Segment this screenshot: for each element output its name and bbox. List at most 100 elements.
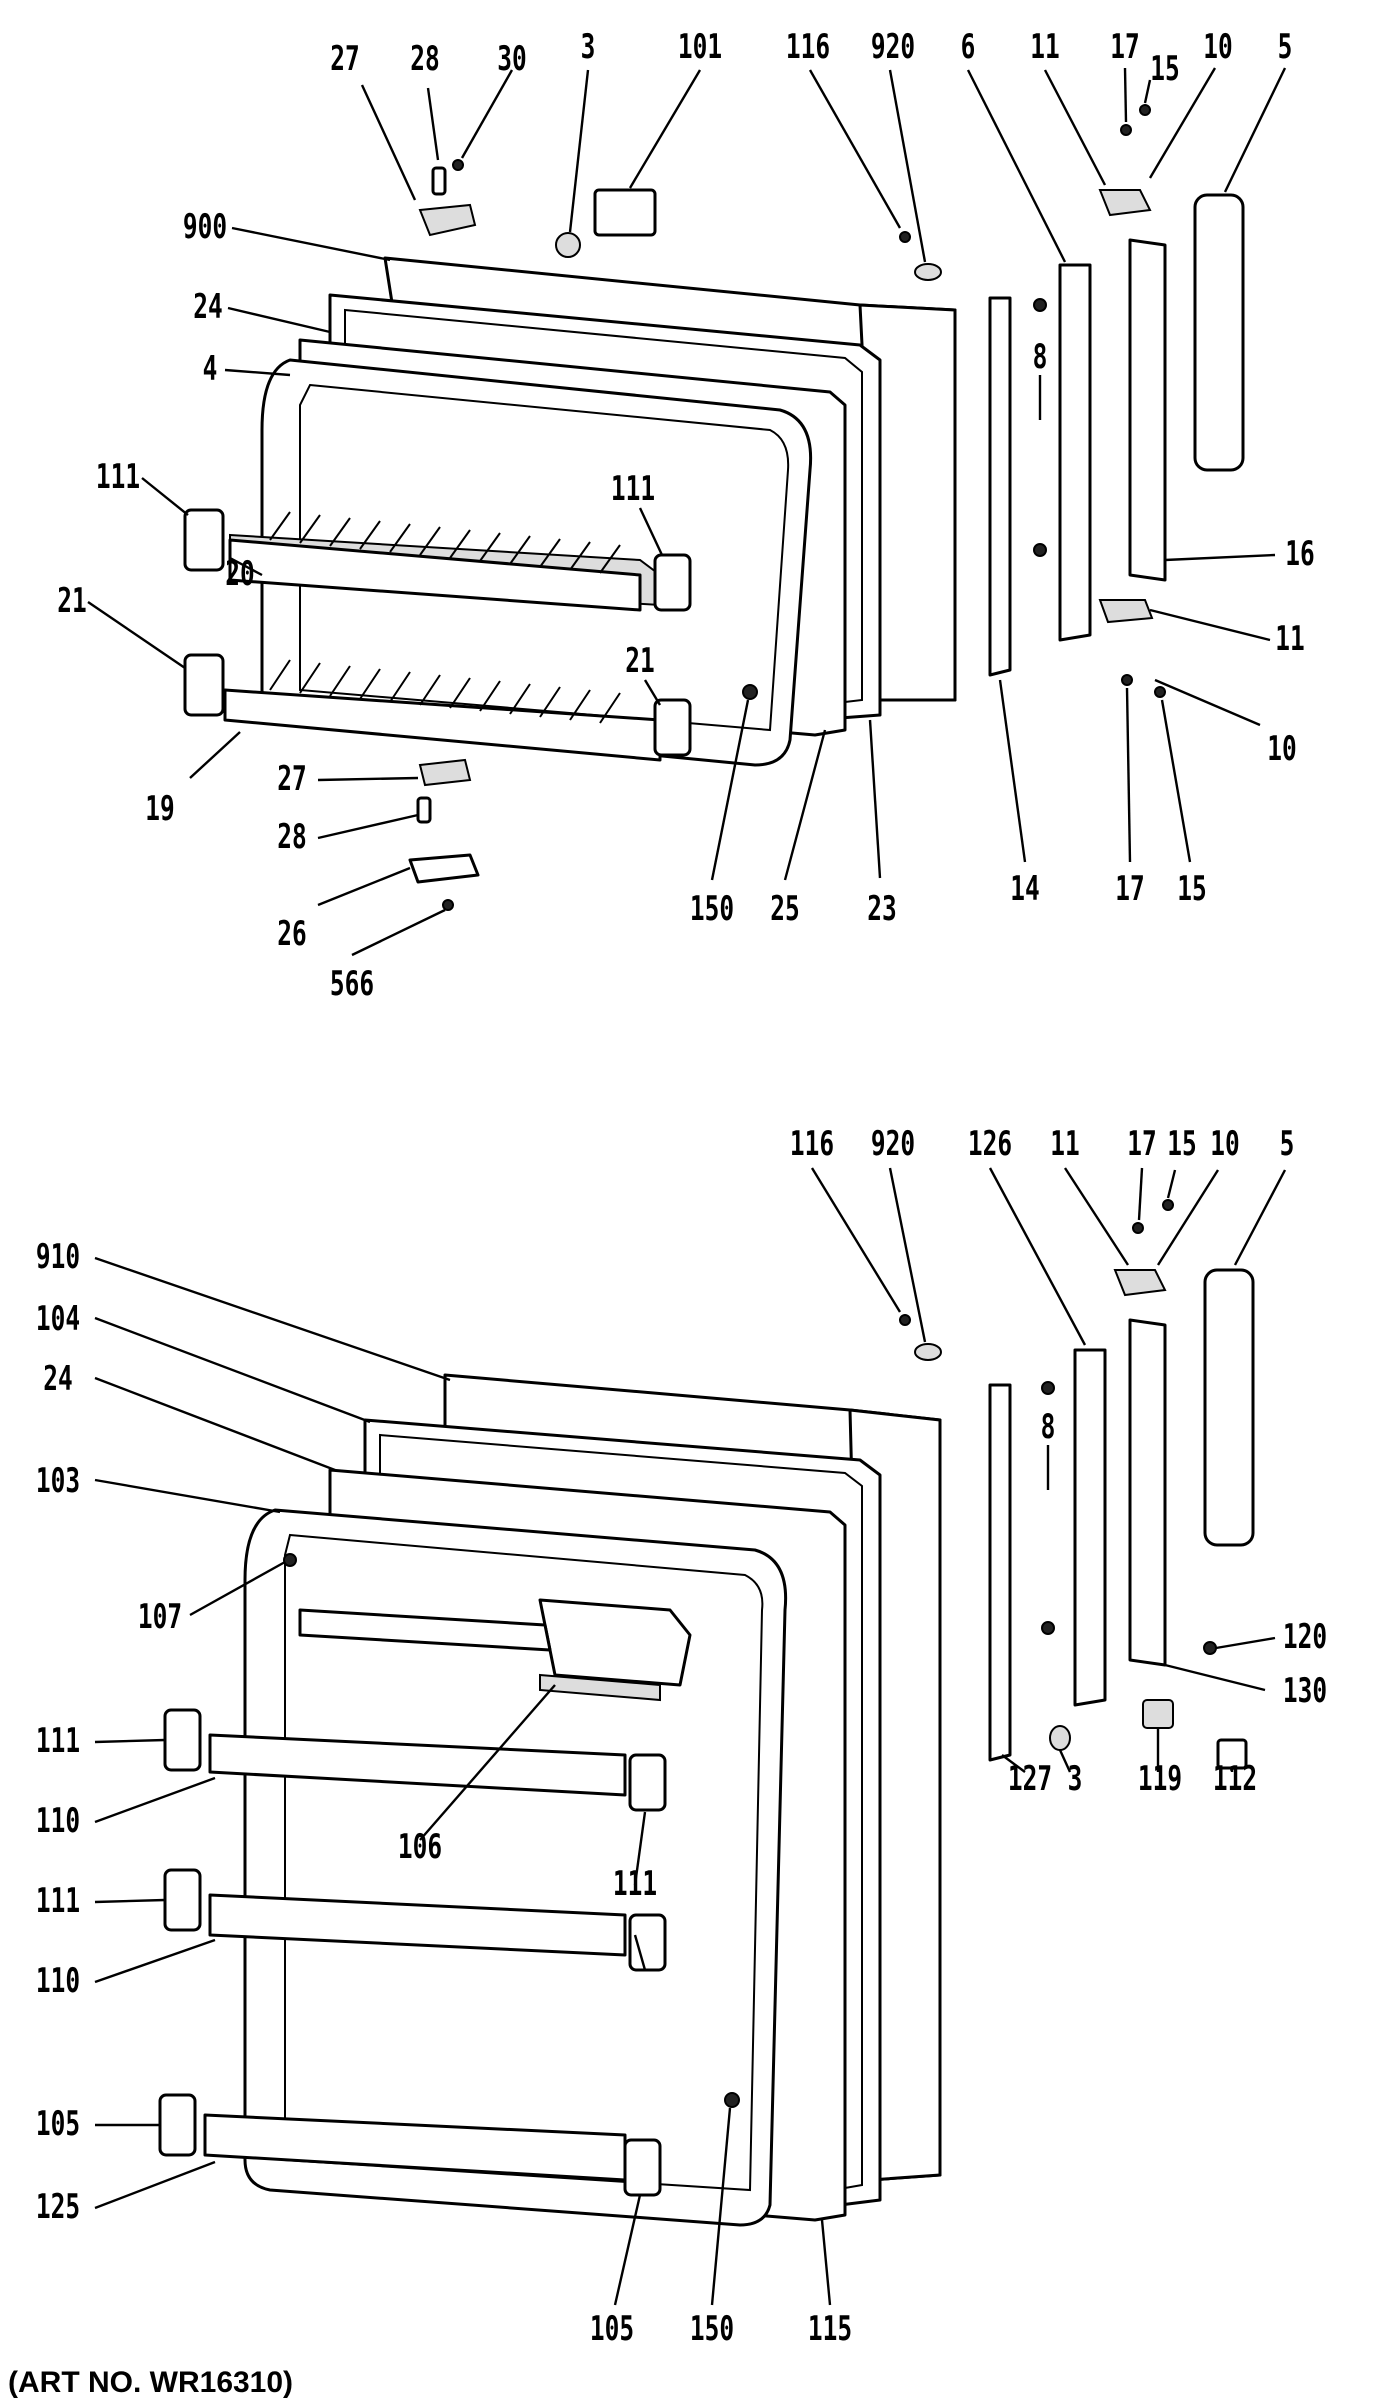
callout-labels: 27 28 30 3 101 116 920 6 11 17 15 10 5 9… — [36, 27, 1327, 2348]
callout-104: 104 — [36, 1299, 80, 1338]
fresh-retainer-right-1 — [628, 1753, 667, 1812]
fresh-plug-3 — [1049, 1725, 1071, 1751]
fresh-screw-120 — [1203, 1641, 1217, 1655]
dairy-shelf — [298, 1608, 552, 1652]
callout-27: 27 — [330, 39, 359, 78]
callout-28: 28 — [410, 39, 439, 78]
callout-112: 112 — [1213, 1759, 1257, 1798]
callout-8: 8 — [1033, 337, 1048, 376]
callout-21: 21 — [625, 641, 654, 680]
callout-127: 127 — [1008, 1759, 1052, 1798]
freezer-door-assembly — [183, 104, 1245, 911]
fresh-shelf-middle — [208, 1893, 627, 1957]
callout-3: 3 — [581, 27, 596, 66]
callout-126: 126 — [968, 1124, 1012, 1163]
callout-566: 566 — [330, 964, 374, 1003]
art-number-caption: (ART NO. WR16310) — [8, 2366, 293, 2399]
callout-20: 20 — [225, 554, 254, 593]
freezer-shelf-upper — [228, 511, 661, 612]
callout-920: 920 — [871, 1124, 915, 1163]
freezer-handle-cap-bottom — [1098, 599, 1154, 624]
freezer-handle-trim-16 — [1128, 238, 1167, 582]
fresh-retainer-right-2 — [628, 1913, 667, 1972]
callout-15: 15 — [1150, 49, 1179, 88]
callout-23: 23 — [867, 889, 896, 928]
freezer-bottom-hinge-bracket — [418, 758, 472, 787]
freezer-handle-5 — [1193, 193, 1245, 472]
callout-11: 11 — [1050, 1124, 1079, 1163]
fresh-screw-150 — [724, 2092, 740, 2108]
callout-8: 8 — [1041, 1407, 1056, 1446]
freezer-retainer-right-lower — [653, 698, 692, 757]
callout-105: 105 — [590, 2309, 634, 2348]
fresh-handle-cap-119 — [1142, 1699, 1174, 1729]
freezer-screw-15-bottom — [1154, 686, 1166, 698]
fresh-shelf-upper — [208, 1733, 627, 1797]
fresh-handle-channel-126 — [1073, 1348, 1107, 1707]
freezer-screw-116 — [899, 231, 911, 243]
freezer-plug-button — [555, 232, 581, 258]
callout-15: 15 — [1177, 869, 1206, 908]
callout-19: 19 — [145, 789, 174, 828]
freezer-hinge-screw — [452, 159, 464, 171]
callout-920: 920 — [871, 27, 915, 66]
callout-107: 107 — [138, 1597, 182, 1636]
callout-17: 17 — [1115, 869, 1144, 908]
callout-14: 14 — [1010, 869, 1039, 908]
callout-5: 5 — [1278, 27, 1293, 66]
fresh-side-trim-127 — [988, 1383, 1012, 1762]
callout-116: 116 — [786, 27, 830, 66]
leader-lines — [87, 67, 1287, 2306]
callout-111: 111 — [613, 1864, 657, 1903]
freezer-screw-150 — [742, 684, 758, 700]
callout-21: 21 — [57, 581, 86, 620]
callout-115: 115 — [808, 2309, 852, 2348]
dairy-compartment-hinge — [539, 1673, 661, 1702]
freezer-screw-17-top — [1120, 124, 1132, 136]
fresh-screw-8-top — [1041, 1381, 1055, 1395]
callout-4: 4 — [203, 349, 218, 388]
fresh-handle-trim-130 — [1128, 1318, 1167, 1667]
callout-28: 28 — [277, 817, 306, 856]
callout-10: 10 — [1267, 729, 1296, 768]
freezer-retainer-left-lower — [183, 653, 225, 717]
freezer-screw-17-bottom — [1121, 674, 1133, 686]
callout-105: 105 — [36, 2104, 80, 2143]
fresh-retainer-left-1 — [163, 1708, 202, 1772]
freezer-bottom-hinge-pin — [416, 796, 432, 824]
callout-24: 24 — [193, 287, 222, 326]
callout-6: 6 — [961, 27, 976, 66]
callout-10: 10 — [1203, 27, 1232, 66]
callout-125: 125 — [36, 2187, 80, 2226]
freezer-bottom-hinge-screw — [442, 899, 454, 911]
callout-15: 15 — [1167, 1124, 1196, 1163]
callout-120: 120 — [1283, 1617, 1327, 1656]
callout-111: 111 — [36, 1721, 80, 1760]
callout-16: 16 — [1285, 534, 1314, 573]
callout-17: 17 — [1110, 27, 1139, 66]
freezer-bottom-hinge-plate — [408, 853, 480, 884]
fresh-handle-5 — [1203, 1268, 1255, 1547]
freezer-handle-cap-top — [1098, 189, 1152, 217]
callout-110: 110 — [36, 1801, 80, 1840]
callout-103: 103 — [36, 1461, 80, 1500]
callout-10: 10 — [1210, 1124, 1239, 1163]
callout-111: 111 — [96, 457, 140, 496]
fresh-screw-8-bottom — [1041, 1621, 1055, 1635]
callout-3: 3 — [1068, 1759, 1083, 1798]
fresh-retainer-left-2 — [163, 1868, 202, 1932]
fresh-retainer-right-3 — [623, 2138, 662, 2197]
freezer-screw-8-top — [1033, 298, 1047, 312]
freezer-screw-15-top — [1139, 104, 1151, 116]
callout-17: 17 — [1127, 1124, 1156, 1163]
callout-101: 101 — [678, 27, 722, 66]
callout-900: 900 — [183, 207, 227, 246]
freezer-handle-channel-6 — [1058, 263, 1092, 642]
freezer-retainer-left-upper — [183, 508, 225, 572]
callout-5: 5 — [1280, 1124, 1295, 1163]
callout-110: 110 — [36, 1961, 80, 2000]
callout-11: 11 — [1030, 27, 1059, 66]
freezer-nameplate — [593, 188, 657, 237]
callout-106: 106 — [398, 1827, 442, 1866]
